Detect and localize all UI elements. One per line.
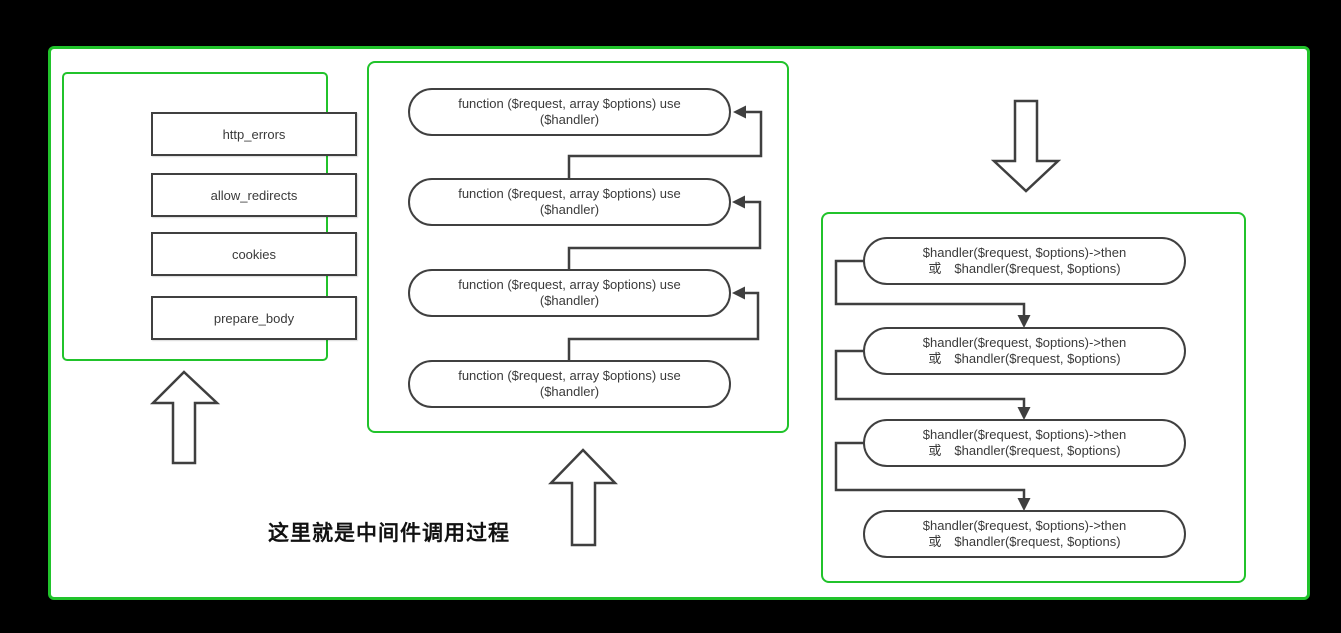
middleware-list-panel: http_errors allow_redirects cookies prep…: [62, 72, 357, 361]
handler-node-2: $handler($request, $options)->then 或 $ha…: [863, 327, 1186, 375]
node-line1: $handler($request, $options)->then: [922, 518, 1127, 533]
node-prepare-body: prepare_body: [151, 296, 357, 340]
function-node-4: function ($request, array $options) use …: [408, 360, 731, 408]
node-line1: $handler($request, $options)->then: [922, 335, 1127, 350]
node-line1: function ($request, array $options) use: [458, 277, 681, 292]
node-line1: function ($request, array $options) use: [458, 368, 681, 383]
function-node-3: function ($request, array $options) use …: [408, 269, 731, 317]
function-node-1: function ($request, array $options) use …: [408, 88, 731, 136]
node-line2: ($handler): [539, 293, 600, 308]
function-node-2: function ($request, array $options) use …: [408, 178, 731, 226]
node-line2: 或 $handler($request, $options): [928, 443, 1121, 458]
handler-node-3: $handler($request, $options)->then 或 $ha…: [863, 419, 1186, 467]
node-line1: $handler($request, $options)->then: [922, 427, 1127, 442]
node-cookies: cookies: [151, 232, 357, 276]
node-http-errors: http_errors: [151, 112, 357, 156]
node-line2: ($handler): [539, 112, 600, 127]
node-label: prepare_body: [213, 310, 295, 326]
node-line2: ($handler): [539, 202, 600, 217]
handler-node-1: $handler($request, $options)->then 或 $ha…: [863, 237, 1186, 285]
handler-node-4: $handler($request, $options)->then 或 $ha…: [863, 510, 1186, 558]
caption-text: 这里就是中间件调用过程: [268, 522, 510, 545]
node-allow-redirects: allow_redirects: [151, 173, 357, 217]
node-line1: function ($request, array $options) use: [458, 186, 681, 201]
node-line2: ($handler): [539, 384, 600, 399]
node-line2: 或 $handler($request, $options): [928, 351, 1121, 366]
node-line2: 或 $handler($request, $options): [928, 261, 1121, 276]
node-label: cookies: [231, 246, 277, 262]
node-label: http_errors: [222, 126, 286, 142]
node-label: allow_redirects: [210, 187, 298, 203]
node-line2: 或 $handler($request, $options): [928, 534, 1121, 549]
node-line1: $handler($request, $options)->then: [922, 245, 1127, 260]
node-line1: function ($request, array $options) use: [458, 96, 681, 111]
